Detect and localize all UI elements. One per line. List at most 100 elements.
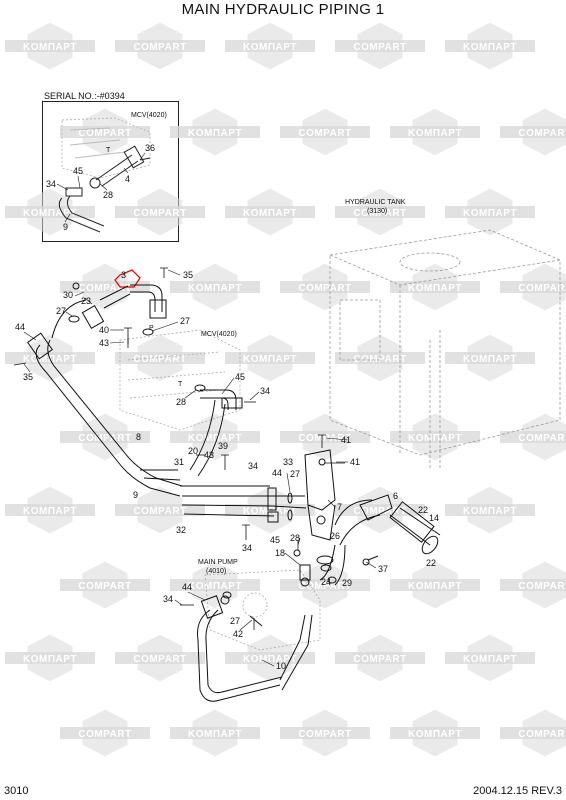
watermark-text: COMPART (133, 42, 186, 53)
watermark-tile: KOMПAPT (445, 334, 535, 382)
callout[interactable]: 27 (56, 306, 66, 316)
callout[interactable]: 24 (321, 577, 331, 587)
callout[interactable]: 37 (378, 564, 388, 574)
leader-lines (23, 152, 377, 667)
pump-fittings[interactable] (293, 549, 379, 587)
callout[interactable]: 43 (204, 450, 214, 460)
callout[interactable]: 45 (270, 535, 280, 545)
watermark-tile: KOMПAPT (445, 22, 535, 70)
watermark-tile: KOMПAPT (445, 188, 535, 236)
callout[interactable]: 29 (342, 578, 352, 588)
callout[interactable]: 22 (418, 505, 428, 515)
callout[interactable]: 44 (272, 468, 282, 478)
callout[interactable]: 34 (46, 179, 56, 189)
serial-inset-frame (42, 101, 179, 242)
watermark-text: COMPART (133, 208, 186, 219)
o-rings (68, 282, 337, 599)
watermark-band (500, 431, 566, 443)
watermark-band (335, 206, 425, 218)
watermark-text: COMPART (298, 433, 351, 444)
watermark-tile: COMPART (115, 486, 205, 534)
watermark-band (115, 206, 205, 218)
callout[interactable]: 23 (81, 296, 91, 306)
watermark-text: KOMПAPT (408, 128, 462, 139)
pipe-8-and-9[interactable] (27, 299, 275, 517)
watermark-tile: KOMПAPT (390, 263, 480, 311)
callout[interactable]: 3 (121, 270, 126, 280)
callout[interactable]: 36 (145, 143, 155, 153)
watermark-text: KOMПAPT (188, 283, 242, 294)
callout[interactable]: 28 (176, 397, 186, 407)
callout[interactable]: 18 (275, 548, 285, 558)
main-control-valve-outline (119, 329, 241, 431)
callout[interactable]: 9 (63, 222, 68, 232)
callout[interactable]: 4 (125, 174, 130, 184)
watermark-tile: COMPART (500, 709, 566, 757)
return-pipe[interactable] (189, 389, 243, 477)
callout[interactable]: 9 (133, 490, 138, 500)
callout[interactable]: 45 (235, 372, 245, 382)
callout[interactable]: 34 (260, 386, 270, 396)
pipe-10[interactable] (197, 595, 313, 702)
page-number: 3010 (4, 785, 29, 797)
serial-number-label: SERIAL NO.:-#0394 (44, 91, 125, 101)
watermark-band (225, 206, 315, 218)
callout[interactable]: 28 (103, 190, 113, 200)
watermark-band (280, 126, 370, 138)
callout[interactable]: 45 (73, 166, 83, 176)
callout[interactable]: 34 (163, 594, 173, 604)
callout[interactable]: 44 (182, 582, 192, 592)
page-title: MAIN HYDRAULIC PIPING 1 (181, 1, 385, 18)
watermark-band (445, 652, 535, 664)
inset-drawing (58, 117, 151, 233)
watermark-text: KOMПAPT (408, 283, 462, 294)
watermark-band (60, 727, 150, 739)
watermark-tile: COMPART (335, 634, 425, 682)
watermark-text: KOMПAPT (243, 42, 297, 53)
callout[interactable]: 31 (174, 457, 184, 467)
callout[interactable]: 34 (248, 461, 258, 471)
callout[interactable]: 40 (99, 325, 109, 335)
callout[interactable]: 10 (276, 661, 286, 671)
watermark-text: COMPART (78, 283, 131, 294)
manifold-block-7[interactable] (267, 449, 336, 541)
suction-hose-6[interactable] (316, 494, 441, 586)
watermark-text: KOMПAPT (408, 729, 462, 740)
pipe-3[interactable] (81, 269, 167, 329)
watermark-text: COMPART (518, 128, 566, 139)
watermark-text: KOMПAPT (188, 729, 242, 740)
watermark-tile: COMPART (280, 263, 370, 311)
callout[interactable]: 44 (15, 322, 25, 332)
callout[interactable]: 8 (136, 432, 141, 442)
callout[interactable]: 26 (330, 531, 340, 541)
callout[interactable]: 35 (23, 372, 33, 382)
watermark-text: COMPART (298, 729, 351, 740)
watermark-text: COMPART (133, 354, 186, 365)
callout[interactable]: 41 (350, 457, 360, 467)
callout[interactable]: 6 (393, 491, 398, 501)
callout[interactable]: 33 (283, 457, 293, 467)
hydraulic-tank-outline (329, 229, 561, 470)
watermark-band (225, 352, 315, 364)
watermark-band (390, 579, 480, 591)
callout[interactable]: 27 (290, 469, 300, 479)
watermark-tile: COMPART (60, 108, 150, 156)
callout[interactable]: 39 (218, 441, 228, 451)
watermark-text: KOMПAPT (188, 581, 242, 592)
callout[interactable]: 14 (429, 513, 439, 523)
callout[interactable]: 27 (230, 616, 240, 626)
callout[interactable]: 27 (180, 316, 190, 326)
callout[interactable]: 22 (426, 558, 436, 568)
callout[interactable]: 34 (242, 543, 252, 553)
watermark-tile: COMPART (280, 108, 370, 156)
callout[interactable]: 20 (188, 446, 198, 456)
main-pump-ref: (4010) (206, 568, 226, 575)
callout[interactable]: 43 (99, 338, 109, 348)
callout[interactable]: 7 (337, 502, 342, 512)
callout[interactable]: 30 (63, 290, 73, 300)
callout[interactable]: 35 (183, 270, 193, 280)
callout[interactable]: 32 (176, 525, 186, 535)
callout[interactable]: 42 (233, 629, 243, 639)
callout[interactable]: 28 (290, 533, 300, 543)
